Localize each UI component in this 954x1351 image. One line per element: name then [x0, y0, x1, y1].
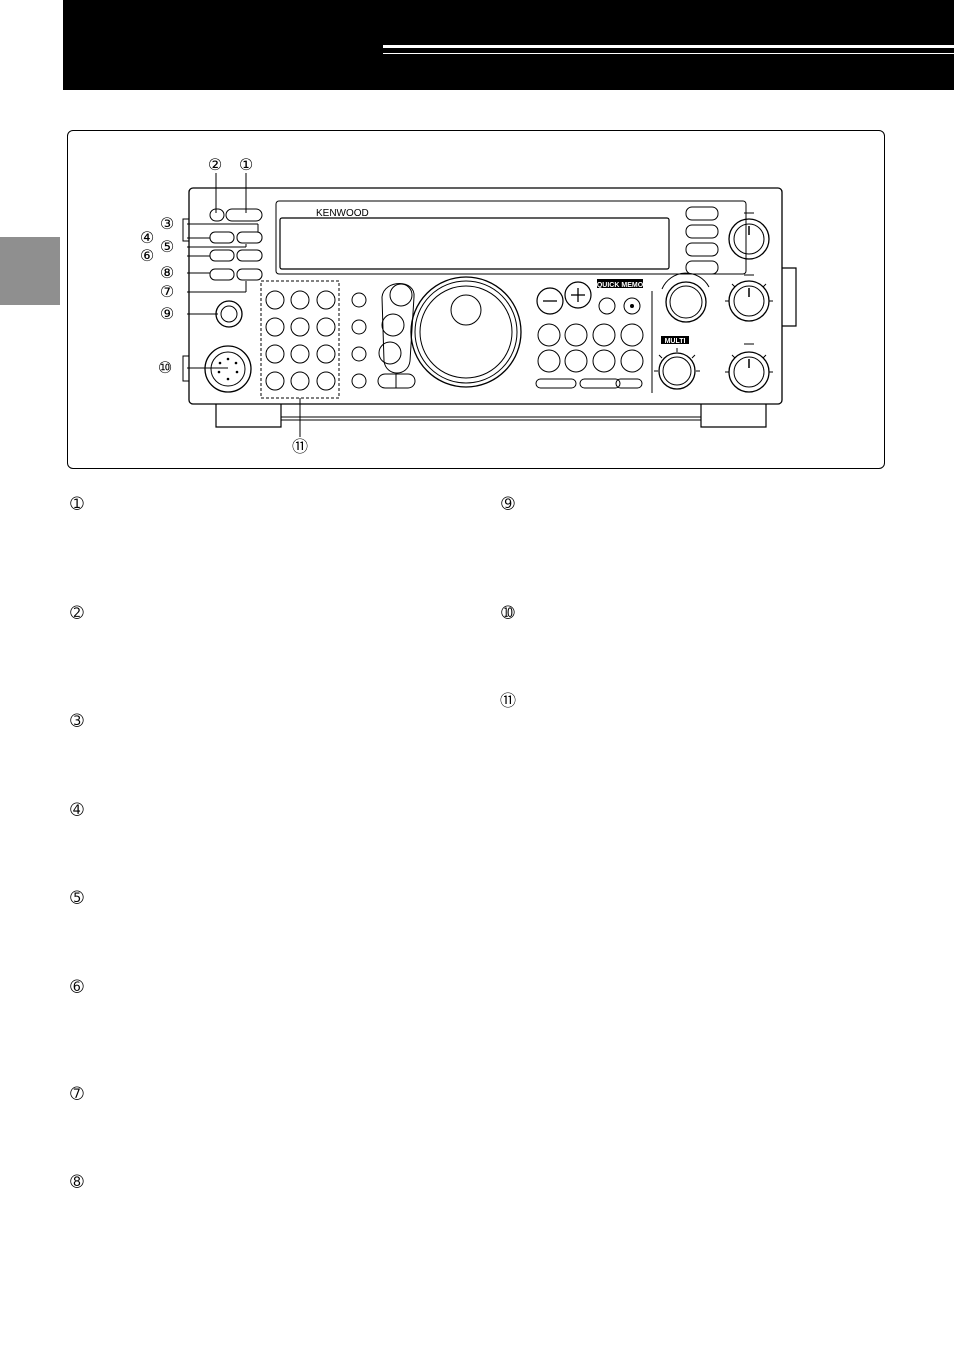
header-rule-thin — [383, 53, 954, 54]
button-row3-left — [209, 249, 235, 262]
callout-9: ⑨ — [159, 304, 175, 323]
left-foot — [215, 404, 282, 428]
main-tuning-knob-outer — [410, 276, 522, 388]
item-marker-10: ➉ — [501, 603, 515, 622]
multi-label-bg — [661, 336, 689, 344]
arched-key-group — [377, 283, 416, 389]
item-marker-5: ➄ — [70, 888, 84, 907]
item-marker-8: ➇ — [70, 1172, 84, 1191]
callout-1: ① — [238, 155, 254, 174]
side-bracket-bottom — [182, 355, 189, 382]
oval-button-1 — [535, 378, 577, 389]
callout-4: ④ — [139, 228, 155, 247]
side-bracket-top — [182, 218, 189, 242]
display-button-3 — [685, 242, 719, 257]
side-handle — [782, 267, 797, 327]
main-tuning-knob-face — [419, 285, 513, 379]
button-row2-right — [236, 231, 263, 244]
af-rf-knob — [728, 212, 770, 260]
rit-knob-outer — [665, 281, 707, 323]
callout-6: ⑥ — [139, 246, 155, 265]
button-row4-left — [209, 268, 235, 281]
item-marker-1: ➀ — [70, 494, 84, 513]
item-marker-2: ➁ — [70, 603, 84, 622]
rit-knob-inner — [669, 285, 703, 319]
shift-width-knob — [725, 343, 773, 393]
item-marker-11: ⑪ — [499, 691, 516, 710]
item-marker-4: ➃ — [70, 800, 84, 819]
quick-memo-dot — [630, 304, 634, 308]
multi-label: MULTI — [665, 338, 686, 345]
phones-jack-outer — [215, 300, 243, 328]
callout-11: ⑪ — [291, 437, 308, 456]
quick-memo-out-button — [623, 297, 641, 315]
callout-5: ⑤ — [159, 237, 175, 256]
oval-button-2 — [579, 378, 621, 389]
button-row2-left — [209, 231, 235, 244]
multi-knob-outer — [658, 352, 696, 390]
phones-jack-inner — [220, 305, 238, 323]
callout-leader-lines — [187, 173, 301, 437]
mic-pins — [217, 357, 239, 381]
function-key-grid — [537, 323, 644, 373]
multi-knob-ticks — [654, 348, 700, 372]
item-marker-6: ➅ — [70, 977, 84, 996]
item-marker-7: ➆ — [70, 1084, 84, 1103]
callout-8: ⑧ — [159, 263, 175, 282]
display-button-4 — [685, 260, 719, 275]
header-rule-thick — [383, 45, 954, 48]
squelch-knob — [725, 274, 773, 322]
mic-connector-inner — [210, 351, 246, 387]
page-header-bar — [63, 0, 954, 90]
callout-2: ② — [207, 155, 223, 174]
power-button — [209, 208, 225, 222]
front-panel-figure: QUICK MEMO MULTI — [67, 130, 885, 469]
transceiver-front-panel-drawing: QUICK MEMO MULTI — [182, 173, 797, 437]
down-button — [536, 287, 564, 315]
display-button-1 — [685, 206, 719, 221]
quick-memo-label: QUICK MEMO — [597, 282, 644, 289]
button-row3-right — [236, 249, 263, 262]
radio-body — [188, 187, 783, 405]
right-foot — [700, 404, 767, 428]
callout-10: ⑩ — [157, 358, 173, 377]
rit-knob-arc — [661, 272, 710, 290]
callout-7: ⑦ — [159, 282, 175, 301]
callout-3: ③ — [159, 214, 175, 233]
up-button — [564, 281, 592, 309]
oval-button-3 — [615, 378, 643, 389]
button-row4-right — [236, 268, 263, 281]
brand-logo-text: KENWOOD — [316, 208, 369, 219]
item-marker-9: ➈ — [501, 494, 515, 513]
display-bezel — [275, 200, 747, 275]
top-button-wide — [225, 208, 263, 222]
item-marker-3: ➂ — [70, 711, 84, 730]
chapter-tab — [0, 237, 60, 305]
main-tuning-finger-dimple — [450, 294, 482, 326]
display-button-2 — [685, 224, 719, 239]
multi-knob-inner — [662, 356, 692, 386]
keypad-keys — [265, 290, 336, 391]
quick-memo-label-bg — [597, 279, 643, 288]
display-window — [279, 217, 670, 270]
keypad-dashed-frame — [260, 280, 340, 399]
quick-memo-in-button — [598, 297, 616, 315]
mic-connector-outer — [204, 345, 252, 393]
function-column-keys — [351, 292, 367, 389]
main-tuning-knob-ring — [414, 280, 518, 384]
